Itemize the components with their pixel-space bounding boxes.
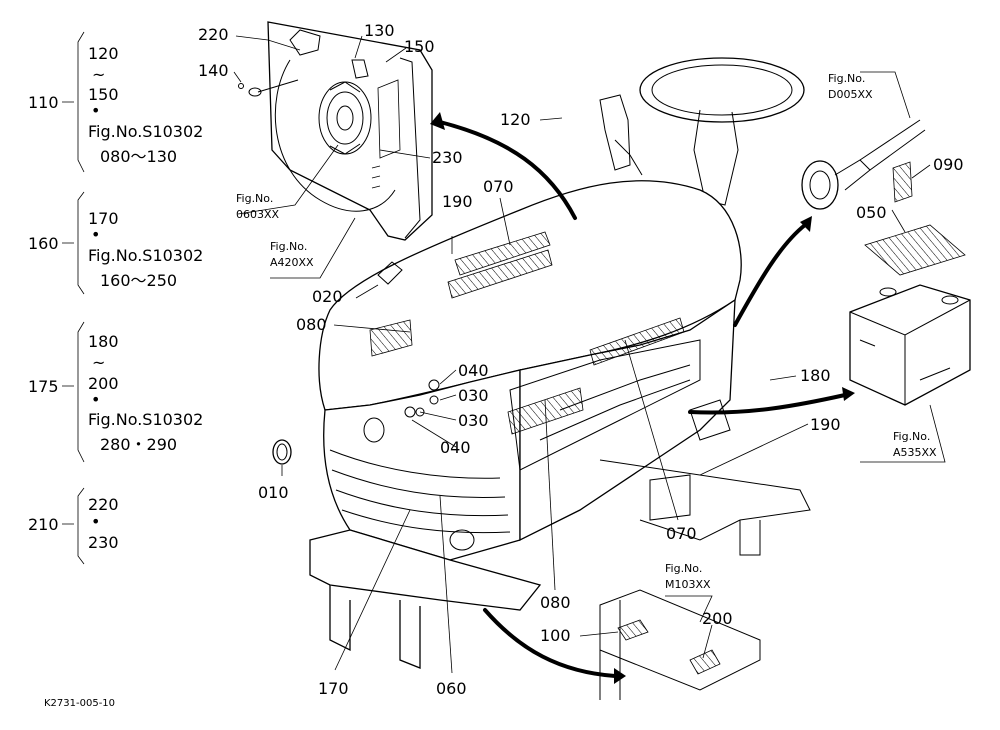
part-label-200: 200 <box>702 609 733 628</box>
fig-ref-number: 0603XX <box>236 208 280 221</box>
legend-ref: 210 <box>28 515 59 534</box>
frame-illustration <box>309 399 811 669</box>
part-label-140: 140 <box>198 61 229 80</box>
part-label-220: 220 <box>198 25 229 44</box>
part-label-060: 060 <box>436 679 467 698</box>
part-label-100: 100 <box>540 626 571 645</box>
legend-from: 120 <box>88 44 119 63</box>
part-label-050: 050 <box>856 203 887 222</box>
part-label-030: 030 <box>458 386 489 405</box>
svg-text:•: • <box>91 512 100 531</box>
legend-group-110: 110 120 ~ 150 • Fig.No.S10302 080～130 <box>28 31 203 173</box>
part-label-120: 120 <box>500 110 531 129</box>
fig-ref-title: Fig.No. <box>665 562 702 575</box>
legend-group-210: 210 220 • 230 <box>28 487 119 565</box>
legend-fig: Fig.No.S10302 <box>88 122 203 141</box>
fig-ref-title: Fig.No. <box>893 430 930 443</box>
part-label-070: 070 <box>483 177 514 196</box>
flow-arrows <box>430 112 855 684</box>
fig-ref-number: A420XX <box>270 256 314 269</box>
legend-fig: Fig.No.S10302 <box>88 246 203 265</box>
hood-illustration <box>272 180 742 561</box>
legend-to: 200 <box>88 374 119 393</box>
fig-ref-title: Fig.No. <box>270 240 307 253</box>
part-label-040: 040 <box>458 361 489 380</box>
legend-group-160: 160 170 • Fig.No.S10302 160～250 <box>28 191 203 295</box>
legend-from: 180 <box>88 332 119 351</box>
svg-text:•: • <box>91 101 100 120</box>
legend-to: 150 <box>88 85 119 104</box>
part-label-190: 190 <box>810 415 841 434</box>
svg-text:•: • <box>91 225 100 244</box>
legend-range: 280・290 <box>100 435 177 454</box>
fig-ref-number: A535XX <box>893 446 937 459</box>
legend-ref: 175 <box>28 377 59 396</box>
part-label-010: 010 <box>258 483 289 502</box>
part-label-090: 090 <box>933 155 964 174</box>
part-label-190: 190 <box>442 192 473 211</box>
legend-from: 220 <box>88 495 119 514</box>
fuel-cap-illustration <box>801 119 926 210</box>
part-label-180: 180 <box>800 366 831 385</box>
fig-ref-number: D005XX <box>828 88 873 101</box>
part-label-170: 170 <box>318 679 349 698</box>
legend-sep: ~ <box>92 65 105 84</box>
part-label-230: 230 <box>432 148 463 167</box>
frame-bracket-illustration <box>599 589 761 700</box>
part-label-080: 080 <box>296 315 327 334</box>
legend-ref: 110 <box>28 93 59 112</box>
fig-ref-title: Fig.No. <box>236 192 273 205</box>
leader-lines <box>233 35 946 674</box>
legend-ref: 160 <box>28 234 59 253</box>
part-label-080: 080 <box>540 593 571 612</box>
figure-references: Fig.No. 0603XX Fig.No. A420XX Fig.No. D0… <box>236 72 937 591</box>
legend-sep: ~ <box>92 353 105 372</box>
part-label-040: 040 <box>440 438 471 457</box>
part-label-130: 130 <box>364 21 395 40</box>
part-label-030: 030 <box>458 411 489 430</box>
fan-shroud-illustration <box>238 21 433 241</box>
legend-from: 170 <box>88 209 119 228</box>
svg-text:•: • <box>91 390 100 409</box>
part-label-070: 070 <box>666 524 697 543</box>
part-labels: 220 130 150 140 230 120 190 070 020 080 … <box>198 21 964 698</box>
parts-legend: 110 120 ~ 150 • Fig.No.S10302 080～130 16… <box>28 31 203 565</box>
part-label-150: 150 <box>404 37 435 56</box>
figure-code: K2731-005-10 <box>44 698 115 709</box>
legend-to: 230 <box>88 533 119 552</box>
fig-ref-title: Fig.No. <box>828 72 865 85</box>
part-label-020: 020 <box>312 287 343 306</box>
legend-group-175: 175 180 ~ 200 • Fig.No.S10302 280・290 <box>28 321 203 463</box>
battery-illustration <box>849 161 971 406</box>
legend-fig: Fig.No.S10302 <box>88 410 203 429</box>
legend-range: 160～250 <box>100 271 177 290</box>
legend-range: 080～130 <box>100 147 177 166</box>
steering-wheel-illustration <box>599 57 805 206</box>
fig-ref-number: M103XX <box>665 578 711 591</box>
